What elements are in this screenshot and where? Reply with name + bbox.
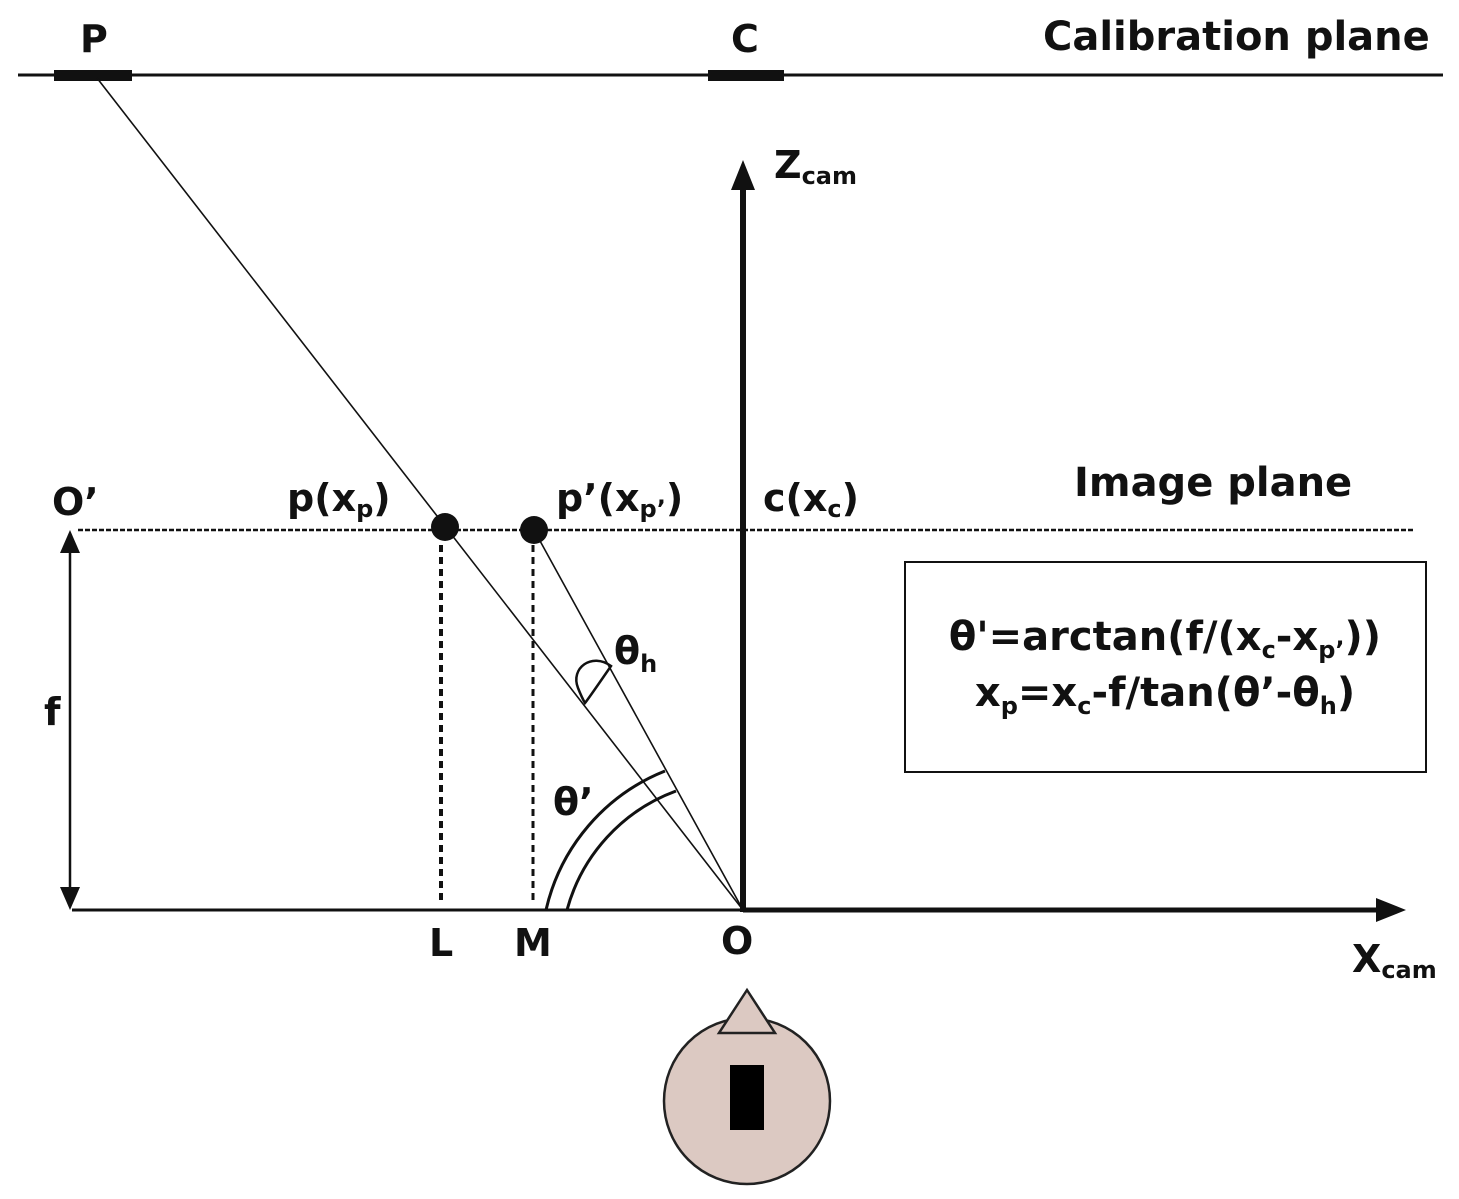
focal-length-label: f [44, 690, 61, 734]
z-axis-arrowhead [731, 160, 755, 190]
theta-h-label: θh [614, 629, 657, 678]
point-C-label: C [731, 17, 759, 61]
p-prime-xp-prime-label: p’(xp’) [556, 476, 683, 523]
point-p-dot [431, 513, 459, 541]
M-label: M [514, 921, 552, 965]
theta-prime-arc-outer [565, 789, 677, 911]
point-P-marker [54, 70, 132, 81]
equation-theta-prime: θ'=arctan(f/(xc-xp’)) [949, 614, 1381, 664]
theta-h-arc [575, 659, 613, 706]
focal-arrow-bottom-head [60, 887, 80, 910]
focal-arrow-top-head [60, 530, 80, 553]
calibration-plane-label: Calibration plane [1043, 14, 1430, 60]
point-p-prime-dot [520, 516, 548, 544]
point-P-label: P [80, 17, 108, 61]
L-label: L [429, 921, 453, 965]
theta-prime-label: θ’ [553, 780, 594, 824]
ray-p-prime-to-O [533, 529, 744, 911]
camera-head-icon [662, 987, 832, 1186]
O-prime-label: O’ [52, 480, 99, 524]
equation-box [904, 561, 1427, 773]
ray-P-to-O [96, 77, 744, 911]
x-axis-arrowhead [1376, 898, 1406, 922]
p-xp-label: p(xp) [287, 476, 391, 523]
z-axis-label: Zcam [774, 143, 857, 190]
x-axis-label: Xcam [1352, 937, 1437, 984]
point-C-marker [708, 70, 784, 81]
O-label: O [721, 919, 753, 963]
image-plane-label: Image plane [1074, 460, 1352, 506]
c-xc-label: c(xc) [763, 476, 859, 523]
equation-xp: xp=xc-f/tan(θ’-θh) [975, 670, 1355, 720]
theta-prime-arc-inner [544, 769, 666, 911]
